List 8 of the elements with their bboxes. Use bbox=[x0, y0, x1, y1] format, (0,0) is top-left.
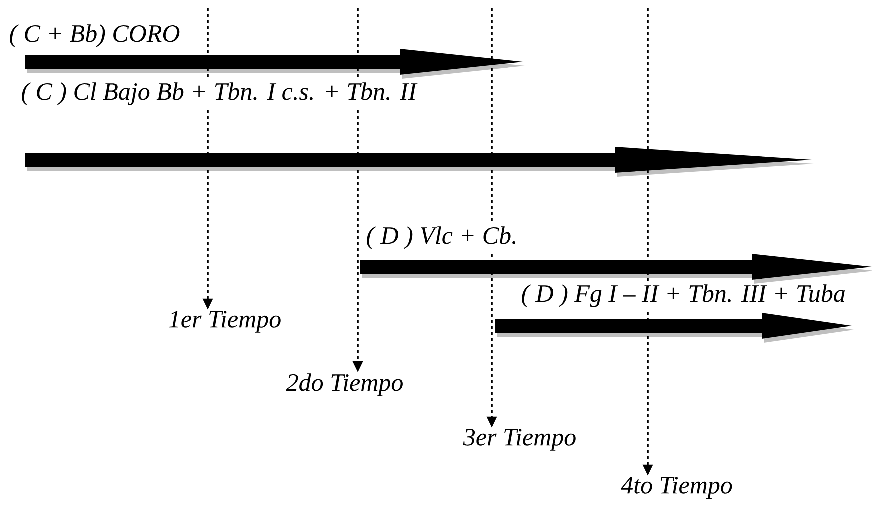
arrow-label: ( D ) Vlc + Cb. bbox=[367, 226, 516, 250]
arrow-label: ( C + Bb) CORO bbox=[10, 24, 180, 48]
time-label: 2do Tiempo bbox=[286, 374, 403, 396]
arrow-label: ( C ) Cl Bajo Bb + Tbn. I c.s. + Tbn. II bbox=[22, 82, 418, 106]
arrow-label: ( D ) Fg I – II + Tbn. III + Tuba bbox=[522, 284, 845, 308]
time-label: 1er Tiempo bbox=[169, 311, 281, 333]
time-label: 4to Tiempo bbox=[621, 477, 732, 499]
time-label: 3er Tiempo bbox=[463, 429, 576, 451]
